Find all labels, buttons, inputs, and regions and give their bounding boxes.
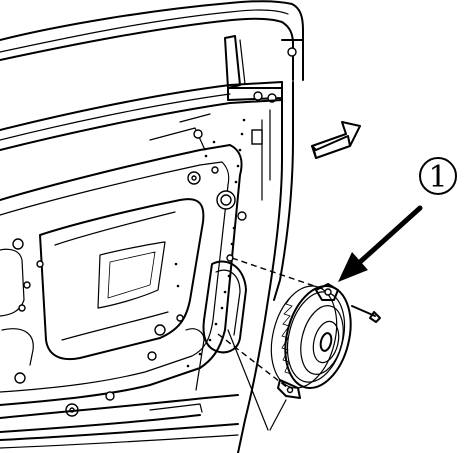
- leader-lines: [227, 329, 287, 431]
- door-sill: [0, 394, 239, 449]
- door-belt-line: [0, 81, 283, 151]
- speaker-opening: [185, 260, 247, 391]
- callout-arrow-icon: [338, 205, 423, 282]
- inner-panel: [0, 113, 243, 406]
- weld-seam: [174, 118, 246, 368]
- callout-number: 1: [428, 160, 447, 195]
- door-edge: [237, 81, 294, 453]
- direction-arrow-icon: [311, 121, 361, 159]
- callout-1: 1: [419, 157, 457, 195]
- speaker: [270, 283, 381, 399]
- installation-lines: [217, 257, 327, 389]
- window-frame: [0, 0, 304, 103]
